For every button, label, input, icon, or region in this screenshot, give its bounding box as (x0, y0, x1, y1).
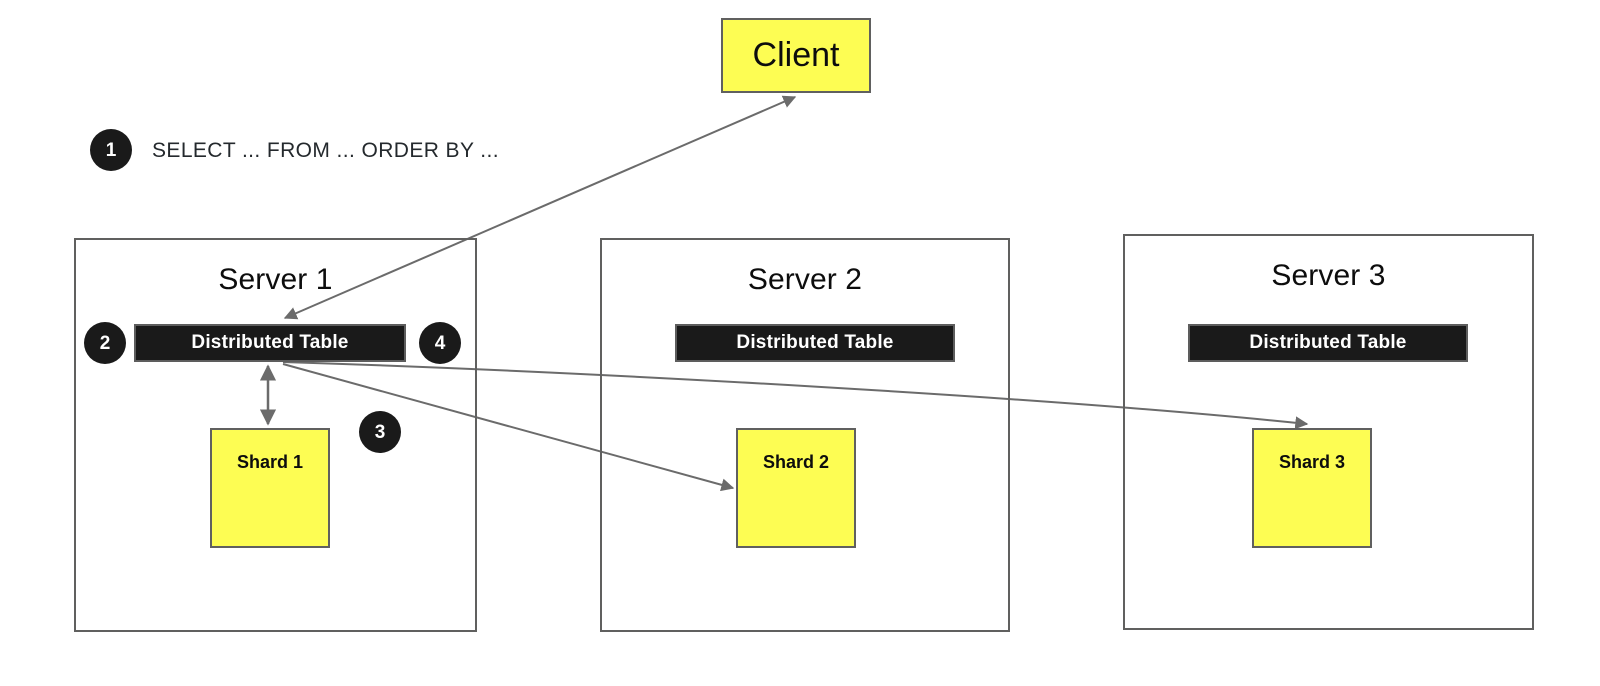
server-3-shard[interactable]: Shard 3 (1252, 428, 1372, 548)
server-3-shard-label: Shard 3 (1278, 452, 1346, 472)
server-2-distributed-table[interactable]: Distributed Table (675, 324, 955, 362)
server-2-title: Server 2 (747, 263, 863, 296)
server-3-box: Server 3 (1123, 234, 1534, 630)
server-1-title: Server 1 (218, 263, 333, 296)
server-1-shard-label: Shard 1 (236, 452, 304, 472)
client-node[interactable]: Client (721, 18, 871, 93)
server-1-shard[interactable]: Shard 1 (210, 428, 330, 548)
server-1-box: Server 1 (74, 238, 477, 632)
client-label: Client (752, 36, 840, 74)
step-badge-1: 1 (90, 129, 132, 171)
step-1-caption: SELECT ... FROM ... ORDER BY ... (152, 139, 499, 162)
server-2-shard-label: Shard 2 (762, 452, 830, 472)
server-2-shard[interactable]: Shard 2 (736, 428, 856, 548)
server-1-distributed-table[interactable]: Distributed Table (134, 324, 406, 362)
server-2-box: Server 2 (600, 238, 1010, 632)
step-badge-3: 3 (359, 411, 401, 453)
step-badge-2: 2 (84, 322, 126, 364)
server-3-title: Server 3 (1271, 259, 1386, 292)
server-3-distributed-table[interactable]: Distributed Table (1188, 324, 1468, 362)
step-badge-4: 4 (419, 322, 461, 364)
